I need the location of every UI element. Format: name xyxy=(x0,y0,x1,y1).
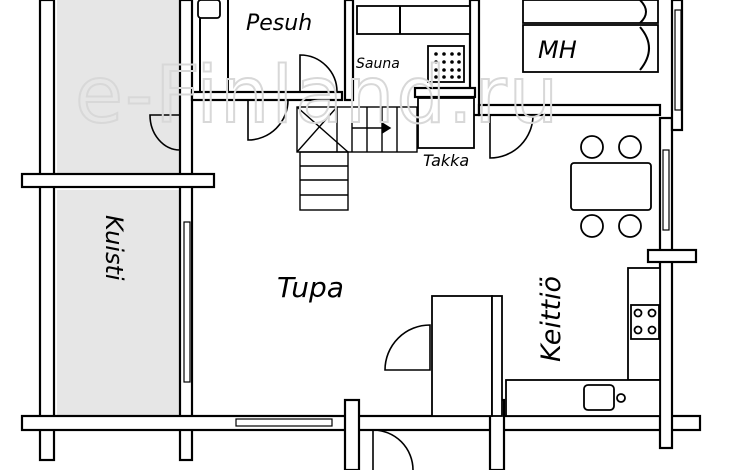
sauna-stove-icon xyxy=(427,45,465,83)
label-mh: MH xyxy=(538,36,577,64)
label-keittio: Keittiö xyxy=(536,276,567,362)
staircase xyxy=(296,106,418,211)
partition-post xyxy=(491,295,503,417)
label-takka: Takka xyxy=(423,151,469,170)
doors xyxy=(149,54,534,470)
label-sauna: Sauna xyxy=(356,56,400,72)
porch-area-lower xyxy=(57,190,179,415)
watermark: e-Finland.ru xyxy=(75,51,560,141)
bed-upper xyxy=(522,0,659,24)
dining-set xyxy=(570,135,652,238)
porch-area-upper xyxy=(57,0,179,175)
label-pesuh: Pesuh xyxy=(246,11,312,36)
windows xyxy=(183,9,682,427)
sauna-bench xyxy=(356,5,471,35)
label-tupa: Tupa xyxy=(277,271,344,304)
partition-closet xyxy=(431,295,493,417)
bed-lower xyxy=(522,24,659,73)
kitchen-counter xyxy=(505,267,661,417)
washbasin xyxy=(197,0,221,19)
fireplace xyxy=(417,97,475,149)
label-kuisti: Kuisti xyxy=(100,215,128,281)
